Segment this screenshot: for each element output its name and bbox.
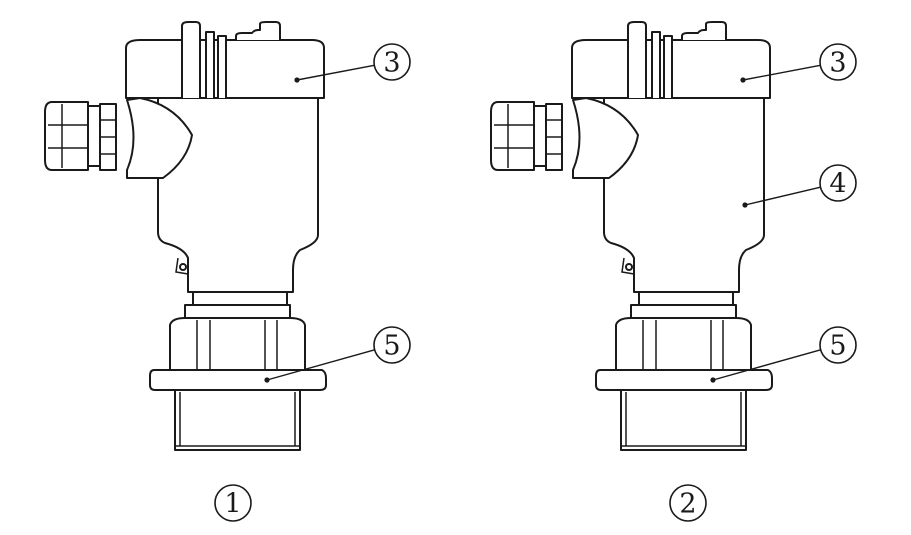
callout-4: 4 <box>819 164 857 202</box>
device-variant-1 <box>44 21 327 451</box>
leader-dot <box>740 77 746 83</box>
leader-dot <box>742 202 748 208</box>
leader-dot <box>710 377 716 383</box>
callout-3: 3 <box>373 43 411 81</box>
leader-line <box>296 64 375 81</box>
callout-number: 5 <box>829 331 846 362</box>
leader-line <box>266 349 375 381</box>
callout-circle <box>819 164 857 202</box>
callout-circle <box>819 43 857 81</box>
callout-circle <box>214 484 252 522</box>
callout-number: 4 <box>829 169 846 200</box>
leader-line <box>742 64 821 81</box>
callout-circle <box>373 326 411 364</box>
leader-dot <box>294 77 300 83</box>
callout-circle <box>669 484 707 522</box>
callout-number: 5 <box>383 331 400 362</box>
callout-number: 1 <box>224 489 241 520</box>
device-variant-2 <box>490 21 773 451</box>
figure-caption-1: 1 <box>214 484 252 522</box>
callouts: 3 5 1 3 4 5 2 <box>214 43 857 522</box>
callout-number: 2 <box>679 489 696 520</box>
leader-line <box>744 186 821 206</box>
callout-number: 3 <box>829 48 846 79</box>
leader-dot <box>264 377 270 383</box>
callout-number: 3 <box>383 48 400 79</box>
callout-5: 5 <box>373 326 411 364</box>
leader-line <box>712 349 821 381</box>
callout-circle <box>373 43 411 81</box>
figure-caption-2: 2 <box>669 484 707 522</box>
callout-circle <box>819 326 857 364</box>
callout-5: 5 <box>819 326 857 364</box>
callout-3: 3 <box>819 43 857 81</box>
